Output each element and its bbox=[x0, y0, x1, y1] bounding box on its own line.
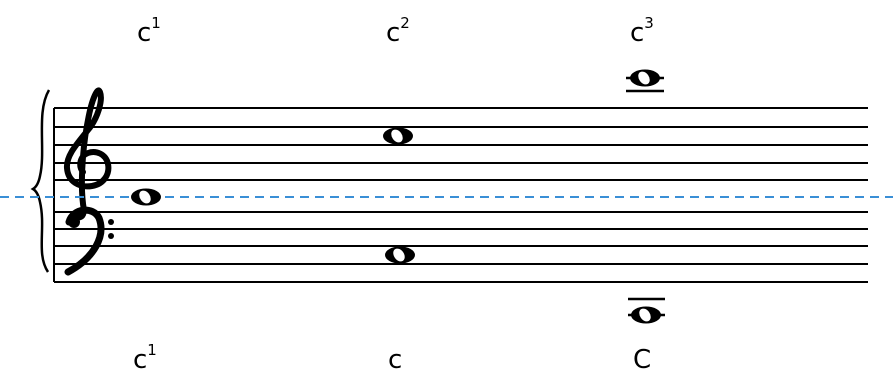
label-c-great: C bbox=[633, 345, 651, 374]
label-c3-top-letter: c bbox=[630, 18, 644, 48]
label-c2-top-letter: c bbox=[386, 18, 400, 48]
label-c-small: c bbox=[388, 345, 402, 374]
label-c1-top: c1 bbox=[137, 14, 161, 48]
note-c-small bbox=[385, 246, 415, 264]
bass-clef-icon bbox=[64, 206, 114, 276]
note-c-great bbox=[628, 297, 665, 324]
label-c3-top-octave: 3 bbox=[644, 14, 654, 32]
label-c3-top: c3 bbox=[630, 14, 654, 48]
treble-staff bbox=[54, 107, 868, 181]
note-c3 bbox=[626, 69, 664, 93]
label-c2-top: c2 bbox=[386, 14, 410, 48]
label-c1-bottom-octave: 1 bbox=[147, 341, 157, 359]
bass-staff bbox=[54, 211, 868, 283]
label-c-small-letter: c bbox=[388, 345, 402, 374]
note-c2 bbox=[383, 127, 413, 145]
treble-clef-icon bbox=[63, 87, 112, 221]
label-c-great-letter: C bbox=[633, 345, 651, 374]
label-c1-bottom-letter: c bbox=[133, 345, 147, 374]
label-c2-top-octave: 2 bbox=[400, 14, 410, 32]
label-c1-top-octave: 1 bbox=[151, 14, 161, 32]
note-c1 bbox=[131, 188, 161, 206]
label-c1-bottom: c1 bbox=[133, 341, 157, 374]
label-c1-top-letter: c bbox=[137, 18, 151, 48]
grand-staff-brace-icon bbox=[30, 89, 51, 273]
